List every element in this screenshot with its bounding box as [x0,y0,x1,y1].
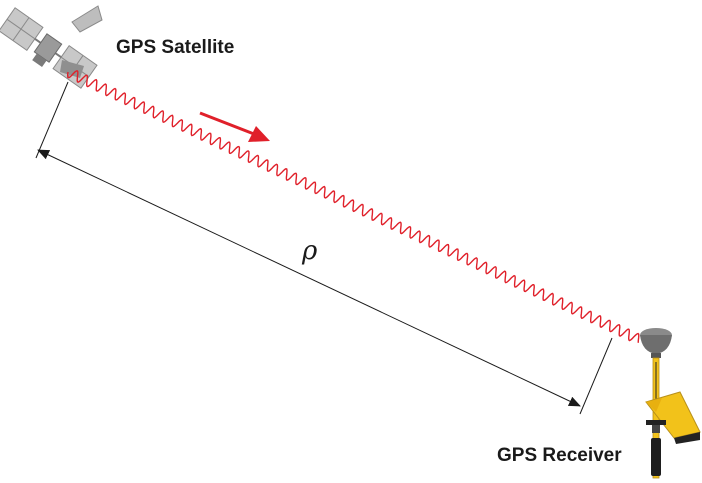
satellite-label: GPS Satellite [116,37,235,58]
gps-receiver-icon [640,328,701,479]
receiver-label: GPS Receiver [497,445,622,466]
range-symbol: ρ [302,236,318,266]
extension-line-receiver [579,337,613,415]
extension-line-satellite [35,81,69,159]
signal-wave [67,70,640,343]
range-dimension-line [37,149,581,407]
signal-direction-arrow [199,111,270,142]
